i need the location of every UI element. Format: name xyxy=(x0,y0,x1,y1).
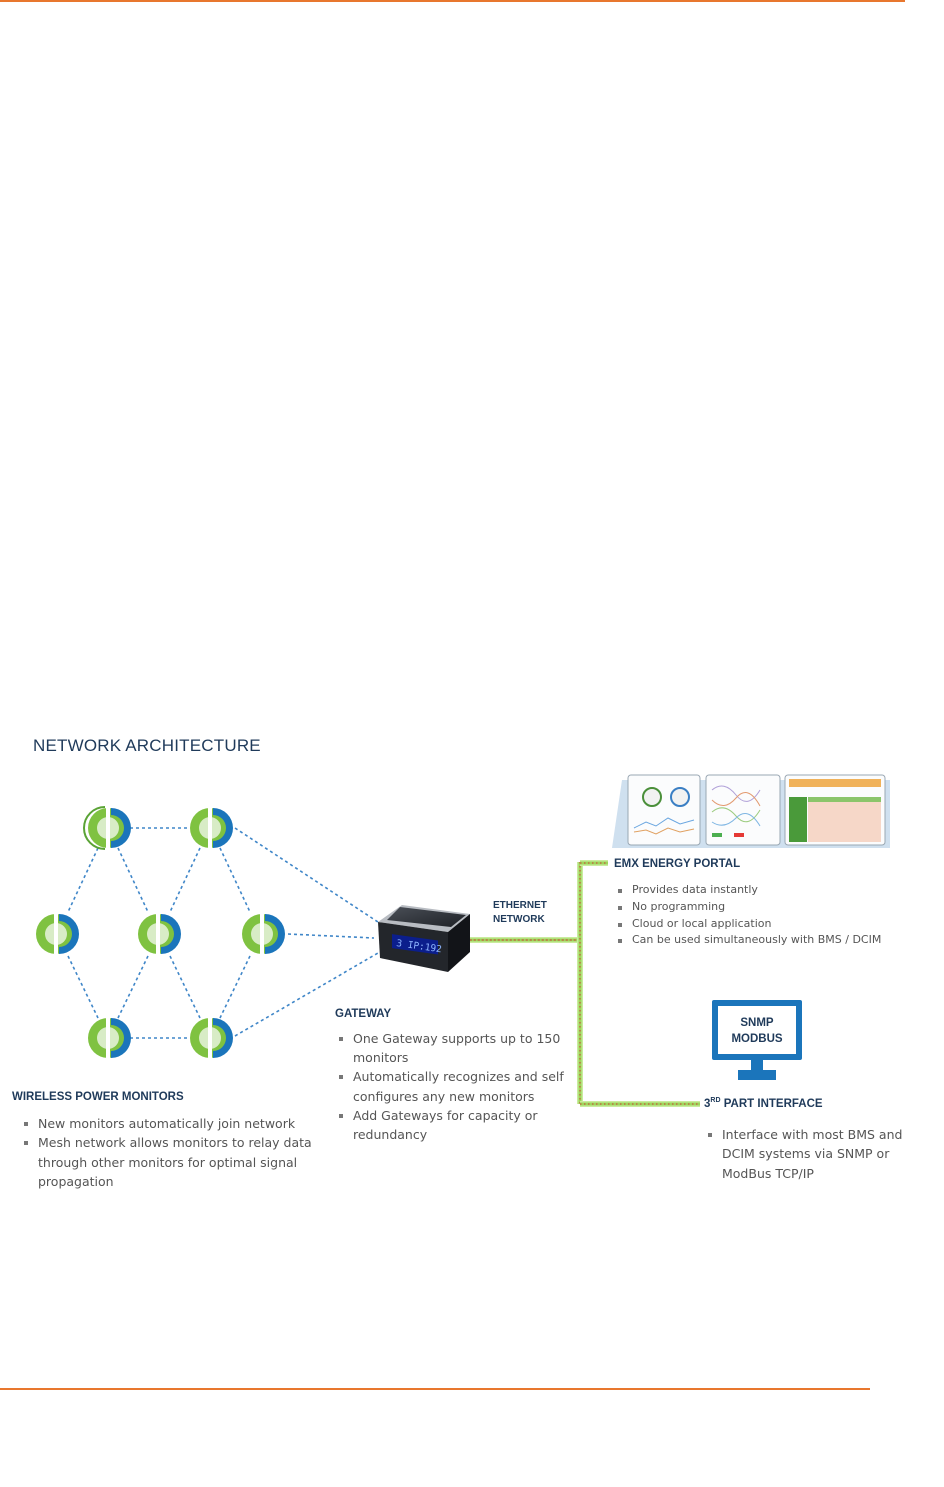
mesh-link xyxy=(67,955,99,1019)
emx-portal-screenshots xyxy=(612,774,890,848)
gateway-heading: GATEWAY xyxy=(335,1008,392,1020)
bottom-orange-rule xyxy=(0,1388,870,1390)
portal-screen-chart xyxy=(705,774,781,846)
mesh-link xyxy=(219,955,251,1019)
snmp-modbus-monitor xyxy=(712,1000,802,1080)
ethernet-wires xyxy=(467,860,700,1107)
portal-screen-table xyxy=(784,774,886,846)
third-party-bullets: Interface with most BMS and DCIM systems… xyxy=(707,1125,922,1183)
mesh-link xyxy=(234,827,379,923)
ethernet-network-label: ETHERNET NETWORK xyxy=(493,899,547,927)
third-party-heading-sup: RD xyxy=(710,1097,721,1104)
mesh-link xyxy=(117,955,149,1019)
list-item: Mesh network allows monitors to relay da… xyxy=(23,1133,323,1191)
portal-screen-dials xyxy=(627,774,701,846)
mesh-link xyxy=(287,933,375,939)
mesh-link xyxy=(169,847,201,913)
mesh-link xyxy=(219,847,251,913)
emx-portal-bullets: Provides data instantly No programming C… xyxy=(617,882,917,949)
wireless-monitors-bullets: New monitors automatically join network … xyxy=(23,1114,323,1192)
monitor-icon xyxy=(88,1016,131,1060)
list-item: Interface with most BMS and DCIM systems… xyxy=(707,1125,922,1183)
monitor-icon xyxy=(190,806,233,850)
emx-portal-heading: EMX ENERGY PORTAL xyxy=(614,858,741,870)
list-item: Provides data instantly xyxy=(617,882,917,899)
top-orange-rule xyxy=(0,0,905,2)
list-item: No programming xyxy=(617,899,917,916)
mesh-links xyxy=(67,827,379,1039)
list-item: Add Gateways for capacity or redundancy xyxy=(338,1106,583,1144)
third-party-heading: 3RD PART INTERFACE xyxy=(704,1097,823,1110)
gateway-bullets: One Gateway supports up to 150 monitors … xyxy=(338,1029,583,1144)
monitor-icon xyxy=(36,912,79,956)
mesh-link xyxy=(117,847,149,913)
page-title: NETWORK ARCHITECTURE xyxy=(33,736,261,755)
monitor-icon xyxy=(138,912,181,956)
mesh-link xyxy=(67,847,99,913)
monitor-icon xyxy=(83,806,131,850)
monitor-icon xyxy=(242,912,285,956)
snmp-label: SNMP xyxy=(740,1017,774,1029)
wireless-monitors-heading: WIRELESS POWER MONITORS xyxy=(12,1091,184,1103)
list-item: One Gateway supports up to 150 monitors xyxy=(338,1029,583,1067)
list-item: New monitors automatically join network xyxy=(23,1114,323,1133)
list-item: Cloud or local application xyxy=(617,916,917,933)
third-party-heading-suffix: PART INTERFACE xyxy=(720,1097,823,1110)
modbus-label: MODBUS xyxy=(731,1033,783,1045)
mesh-link xyxy=(169,955,201,1019)
monitor-icon xyxy=(190,1016,233,1060)
mesh-link xyxy=(234,952,379,1037)
ethernet-label-line2: NETWORK xyxy=(493,914,545,925)
list-item: Automatically recognizes and self config… xyxy=(338,1067,583,1105)
ethernet-label-line1: ETHERNET xyxy=(493,900,547,911)
list-item: Can be used simultaneously with BMS / DC… xyxy=(617,932,917,949)
gateway-device xyxy=(378,905,470,972)
third-party-heading-prefix: 3 xyxy=(704,1097,711,1110)
